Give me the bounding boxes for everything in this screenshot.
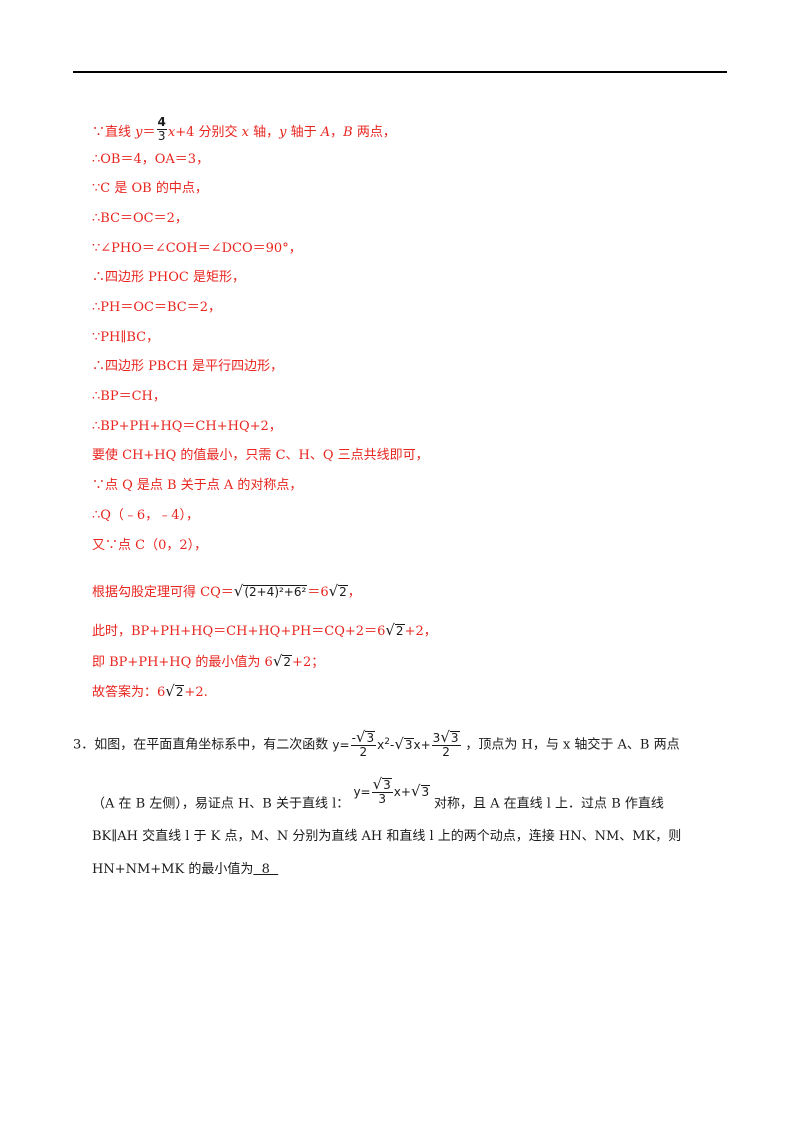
text: 对称，且 A 在直线 l 上．过点 B 作直线 bbox=[433, 796, 664, 812]
solution-line-14: ∴Q（﹣6，﹣4）， bbox=[92, 508, 199, 523]
sqrt-2: √2 bbox=[328, 582, 348, 600]
text: ，顶点为 H，与 x 轴交于 A、B 两点 bbox=[465, 737, 680, 753]
text: 轴于 bbox=[286, 125, 321, 140]
solution-line-11: ∴BP+PH+HQ＝CH+HQ+2， bbox=[92, 419, 282, 434]
text: 此时，BP+PH+HQ＝CH+HQ+PH＝CQ+2＝6 bbox=[92, 624, 386, 639]
solution-line-19: 故答案为：6√2+2. bbox=[92, 683, 208, 701]
var-x: x bbox=[167, 125, 176, 140]
solution-line-18: 即 BP+PH+HQ 的最小值为 6√2+2； bbox=[92, 653, 324, 671]
text: ∵直线 bbox=[92, 125, 136, 140]
problem-line-4: HN+NM+MK 的最小值为 8 bbox=[92, 862, 278, 878]
text: +4 分别交 bbox=[175, 125, 242, 140]
sqrt-expression: √(2+4)²+6² bbox=[233, 582, 308, 600]
text: 3．如图，在平面直角坐标系中，有二次函数 bbox=[73, 737, 329, 753]
point-b: B bbox=[343, 125, 353, 140]
solution-line-13: ∵点 Q 是点 B 关于点 A 的对称点， bbox=[92, 478, 303, 493]
sqrt-2: √2 bbox=[165, 682, 185, 700]
var-x: x bbox=[241, 125, 249, 140]
text: 轴， bbox=[249, 125, 280, 140]
text: +2； bbox=[292, 655, 325, 670]
text: 两点， bbox=[352, 125, 396, 140]
text: HN+NM+MK 的最小值为 bbox=[92, 862, 254, 877]
sqrt-2: √2 bbox=[272, 652, 293, 670]
solution-line-3: ∵C 是 OB 的中点， bbox=[92, 181, 208, 196]
text: ， bbox=[347, 585, 361, 600]
problem-line-3: BK∥AH 交直线 l 于 K 点，M、N 分别为直线 AH 和直线 l 上的两… bbox=[92, 829, 682, 844]
var-y: y bbox=[135, 125, 143, 140]
solution-line-6: ∴四边形 PHOC 是矩形， bbox=[92, 270, 245, 285]
solution-line-17: 此时，BP+PH+HQ＝CH+HQ+PH＝CQ+2＝6√2+2， bbox=[92, 622, 437, 640]
solution-line-7: ∴PH＝OC＝BC＝2， bbox=[92, 300, 221, 315]
sqrt-2: √2 bbox=[385, 621, 405, 639]
point-a: A bbox=[320, 125, 331, 140]
text: ＝ bbox=[142, 125, 156, 140]
solution-line-12: 要使 CH+HQ 的值最小，只需 C、H、Q 三点共线即可， bbox=[92, 448, 429, 463]
solution-line-16: 根据勾股定理可得 CQ＝√(2+4)²+6²＝6√2， bbox=[92, 583, 361, 601]
solution-line-10: ∴BP＝CH， bbox=[92, 389, 166, 404]
var-y: y bbox=[279, 125, 287, 140]
header-rule bbox=[73, 71, 727, 73]
text: 根据勾股定理可得 CQ＝ bbox=[92, 585, 234, 600]
solution-line-15: 又∵点 C（0，2）， bbox=[92, 538, 208, 553]
text: ， bbox=[330, 125, 344, 140]
text: （A 在 B 左侧），易证点 H、B 关于直线 l： bbox=[92, 796, 350, 812]
text: 即 BP+PH+HQ 的最小值为 6 bbox=[92, 655, 273, 670]
text: +2. bbox=[184, 685, 208, 700]
answer-blank: 8 bbox=[253, 862, 279, 877]
solution-line-8: ∵PH∥BC， bbox=[92, 330, 160, 345]
solution-line-5: ∵∠PHO＝∠COH＝∠DCO＝90°， bbox=[92, 241, 302, 256]
solution-line-9: ∴四边形 PBCH 是平行四边形， bbox=[92, 359, 284, 374]
solution-line-4: ∴BC＝OC＝2， bbox=[92, 211, 188, 226]
text: +2， bbox=[404, 624, 437, 639]
text: ＝6 bbox=[307, 585, 329, 600]
text: 故答案为：6 bbox=[92, 685, 166, 700]
solution-line-2: ∴OB＝4，OA＝3， bbox=[92, 152, 210, 167]
